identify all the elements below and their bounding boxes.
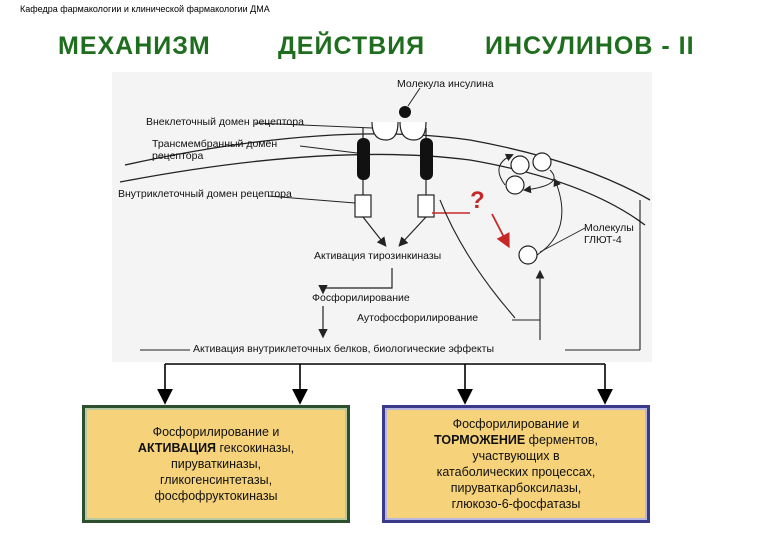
inhibition-box-line-1: Фосфорилирование и <box>452 417 580 431</box>
inhibition-box: Фосфорилирование и ТОРМОЖЕНИЕ ферментов,… <box>382 405 650 523</box>
insulin-leader-line <box>407 87 421 107</box>
activation-box-line-3: пируваткиназы, <box>170 457 262 471</box>
glut4-circle-2 <box>532 152 552 172</box>
receptor-alpha-left <box>371 121 399 141</box>
label-glut4: Молекулы ГЛЮТ-4 <box>584 222 634 246</box>
inhibition-box-line-5: пируваткарбоксилазы, <box>450 481 582 495</box>
activation-box: Фосфорилирование и АКТИВАЦИЯ гексокиназы… <box>82 405 350 523</box>
label-transmembrane-domain: Трансмембранный домен рецептора <box>152 138 278 162</box>
label-phosphorylation: Фосфорилирование <box>312 292 410 304</box>
insulin-molecule-dot <box>399 106 411 118</box>
label-intracellular-domain: Внутриклеточный домен рецептора <box>118 188 292 200</box>
intracellular-domain-left <box>354 194 372 218</box>
activation-box-line-2-rest: гексокиназы, <box>216 441 295 455</box>
intracellular-domain-right <box>417 194 435 218</box>
title-word-2: ДЕЙСТВИЯ <box>278 32 426 60</box>
glut4-circle-1 <box>510 155 530 175</box>
inhibition-box-line-2-rest: ферментов, <box>525 433 598 447</box>
inhibition-emphasis: ТОРМОЖЕНИЕ <box>434 433 526 447</box>
label-tyrosine-kinase: Активация тирозинкиназы <box>314 250 442 262</box>
inhibition-box-line-3: участвующих в <box>472 449 560 463</box>
inhibition-box-line-4: катаболических процессах, <box>436 465 596 479</box>
activation-box-line-5: фосфофруктокиназы <box>154 489 278 503</box>
membrane-outer-line <box>124 133 651 201</box>
activation-box-line-1: Фосфорилирование и <box>152 425 280 439</box>
question-mark: ? <box>470 187 485 214</box>
label-autophosphorylation: Аутофосфорилирование <box>357 312 479 324</box>
glut4-circle-3 <box>505 175 525 195</box>
receptor-alpha-right <box>399 121 427 141</box>
label-activation-proteins: Активация внутриклеточных белков, биолог… <box>193 343 494 355</box>
transmembrane-bar-right <box>420 138 433 180</box>
membrane-inner-line <box>119 153 646 226</box>
label-extracellular-domain: Внеклеточный домен рецептора <box>146 116 304 128</box>
inhibition-box-line-2: ТОРМОЖЕНИЕ ферментов, <box>395 432 637 448</box>
activation-box-line-4: гликогенсинтетазы, <box>159 473 273 487</box>
transmembrane-bar-left <box>357 138 370 180</box>
department-caption: Кафедра фармакологии и клинической фарма… <box>20 4 270 14</box>
label-insulin-molecule: Молекула инсулина <box>397 78 494 90</box>
title-word-1: МЕХАНИЗМ <box>58 32 211 60</box>
title-word-3: ИНСУЛИНОВ - II <box>485 32 695 60</box>
activation-emphasis: АКТИВАЦИЯ <box>137 441 217 455</box>
activation-box-line-2: АКТИВАЦИЯ гексокиназы, <box>95 440 337 456</box>
inhibition-box-line-6: глюкозо-6-фосфатазы <box>451 497 581 511</box>
glut4-circle-4 <box>518 245 538 265</box>
